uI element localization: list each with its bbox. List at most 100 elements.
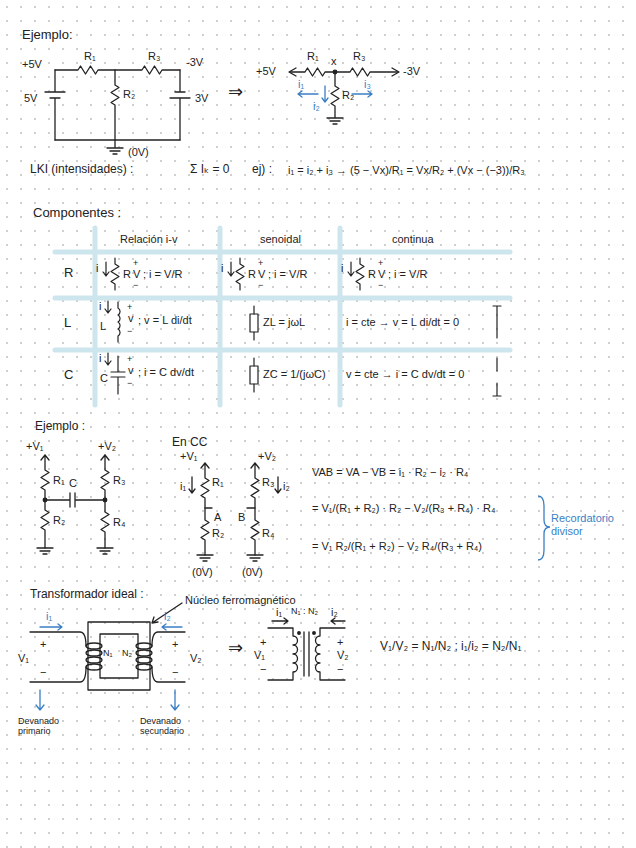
note-text: ZC = 1/(jωC) [263, 368, 326, 381]
note-text: R₃ [113, 474, 125, 487]
note-text: + [133, 258, 138, 268]
note-text: Ejemplo : [35, 420, 85, 434]
note-text: x [331, 55, 337, 68]
note-text: ; i = V/R [143, 268, 182, 281]
note-text: continua [392, 233, 434, 246]
note-text: Núcleo ferromagnético [185, 594, 296, 607]
note-text: ; i = V/R [388, 268, 427, 281]
note-text: V [258, 268, 265, 281]
note-text: + [127, 354, 132, 364]
note-text: i₁ = i₂ + i₃ → (5 − Vx)/R₁ = Vx/R₂ + (Vx… [288, 164, 525, 177]
note-text: R₁ [212, 476, 224, 489]
note-text: +V₂ [98, 440, 116, 453]
note-text: + [260, 636, 266, 649]
note-text: ZL = jωL [263, 316, 305, 329]
note-text: − [260, 663, 266, 676]
note-text: R₂ [342, 89, 354, 102]
note-text: = V₁/(R₁ + R₂) · R₂ − V₂/(R₃ + R₄) · R₄ [312, 502, 495, 515]
note-text: V₂ [337, 649, 349, 662]
note-text: i₂ [164, 610, 171, 623]
note-text: Relación i-v [120, 233, 177, 246]
note-text: (0V) [242, 566, 263, 579]
note-text: L [100, 320, 106, 333]
note-text: -3V [186, 56, 203, 69]
note-text: − [40, 666, 46, 679]
note-text: V [133, 268, 140, 281]
note-text: v [128, 312, 134, 325]
note-text: i₁ [180, 480, 186, 493]
note-text: + [127, 302, 132, 312]
note-text: + [378, 258, 383, 268]
note-text: i [341, 262, 343, 275]
note-text: +V₂ [258, 450, 276, 463]
note-text: R [64, 266, 73, 281]
note-text: − [378, 280, 383, 290]
note-text: ; i = C dv/dt [138, 366, 194, 379]
note-text: ; i = V/R [268, 268, 307, 281]
note-text: ⇒ [228, 638, 243, 659]
note-text: Ejemplo: [22, 28, 73, 43]
note-text: R [368, 268, 376, 281]
note-text: R₄ [262, 527, 274, 540]
note-text: Transformador ideal : [30, 588, 144, 602]
note-text: Recordatorio divisor [551, 512, 631, 537]
note-text: R [123, 268, 131, 281]
note-text: i₂ [331, 606, 338, 619]
note-text: V₂ [190, 652, 202, 665]
note-text: R₃ [262, 476, 274, 489]
note-text: C [100, 372, 108, 385]
note-text: i [221, 262, 223, 275]
note-text: R₄ [113, 516, 125, 529]
note-text: = V₁ R₂/(R₁ + R₂) − V₂ R₄/(R₃ + R₄) [312, 540, 482, 553]
note-text: − [127, 326, 132, 336]
note-text: VAB = VA − VB = i₁ · R₂ − i₂ · R₄ [312, 466, 468, 479]
note-text: R [248, 268, 256, 281]
note-text: R₁ [307, 50, 319, 63]
note-text: +V₁ [180, 450, 197, 463]
note-text: L [64, 316, 71, 331]
note-text: 3V [195, 92, 208, 105]
note-text: i₃ [364, 78, 371, 91]
note-text: − [172, 666, 178, 679]
note-text: i₂ [313, 100, 320, 113]
note-text: N₂ [122, 648, 132, 658]
note-text: i₁ [276, 606, 282, 619]
note-text: LKI (intensidades) : [30, 163, 133, 177]
note-text: − [133, 280, 138, 290]
note-text: R₂ [123, 88, 135, 101]
note-text: − [258, 280, 263, 290]
note-text: i₁ [298, 78, 304, 91]
note-text: + [40, 638, 46, 651]
note-text: N₁ : N₂ [291, 606, 318, 616]
note-text: senoidal [260, 233, 301, 246]
note-text: -3V [403, 65, 420, 78]
note-text: R₁ [53, 474, 65, 487]
note-text: C [69, 477, 77, 490]
note-text: + [172, 638, 178, 651]
note-text: (0V) [192, 566, 213, 579]
note-text: v = cte → i = C dv/dt = 0 [346, 368, 464, 381]
note-text: ⇒ [228, 82, 243, 103]
note-text: + [337, 636, 343, 649]
note-text: V₁/V₂ = N₁/N₂ ; i₁/i₂ = N₂/N₁ [380, 640, 522, 654]
note-text: R₃ [148, 50, 160, 63]
note-text: 5V [24, 92, 37, 105]
note-text: +5V [22, 58, 42, 71]
note-text: +V₁ [26, 440, 43, 453]
note-text: R₂ [53, 514, 65, 527]
note-text: ej) : [252, 163, 272, 177]
note-text: +5V [256, 65, 276, 78]
note-text: − [337, 663, 343, 676]
note-text: i = cte → v = L di/dt = 0 [346, 316, 459, 329]
note-text: i [99, 300, 101, 313]
note-text: En CC [172, 436, 207, 450]
note-text: C [64, 368, 73, 383]
note-text: R₂ [212, 527, 224, 540]
note-text: i₁ [46, 610, 52, 623]
note-text: V₁ [18, 652, 29, 665]
note-text: R₃ [353, 50, 365, 63]
note-text: V₁ [254, 649, 265, 662]
note-text: i [96, 262, 98, 275]
note-text: V [378, 268, 385, 281]
